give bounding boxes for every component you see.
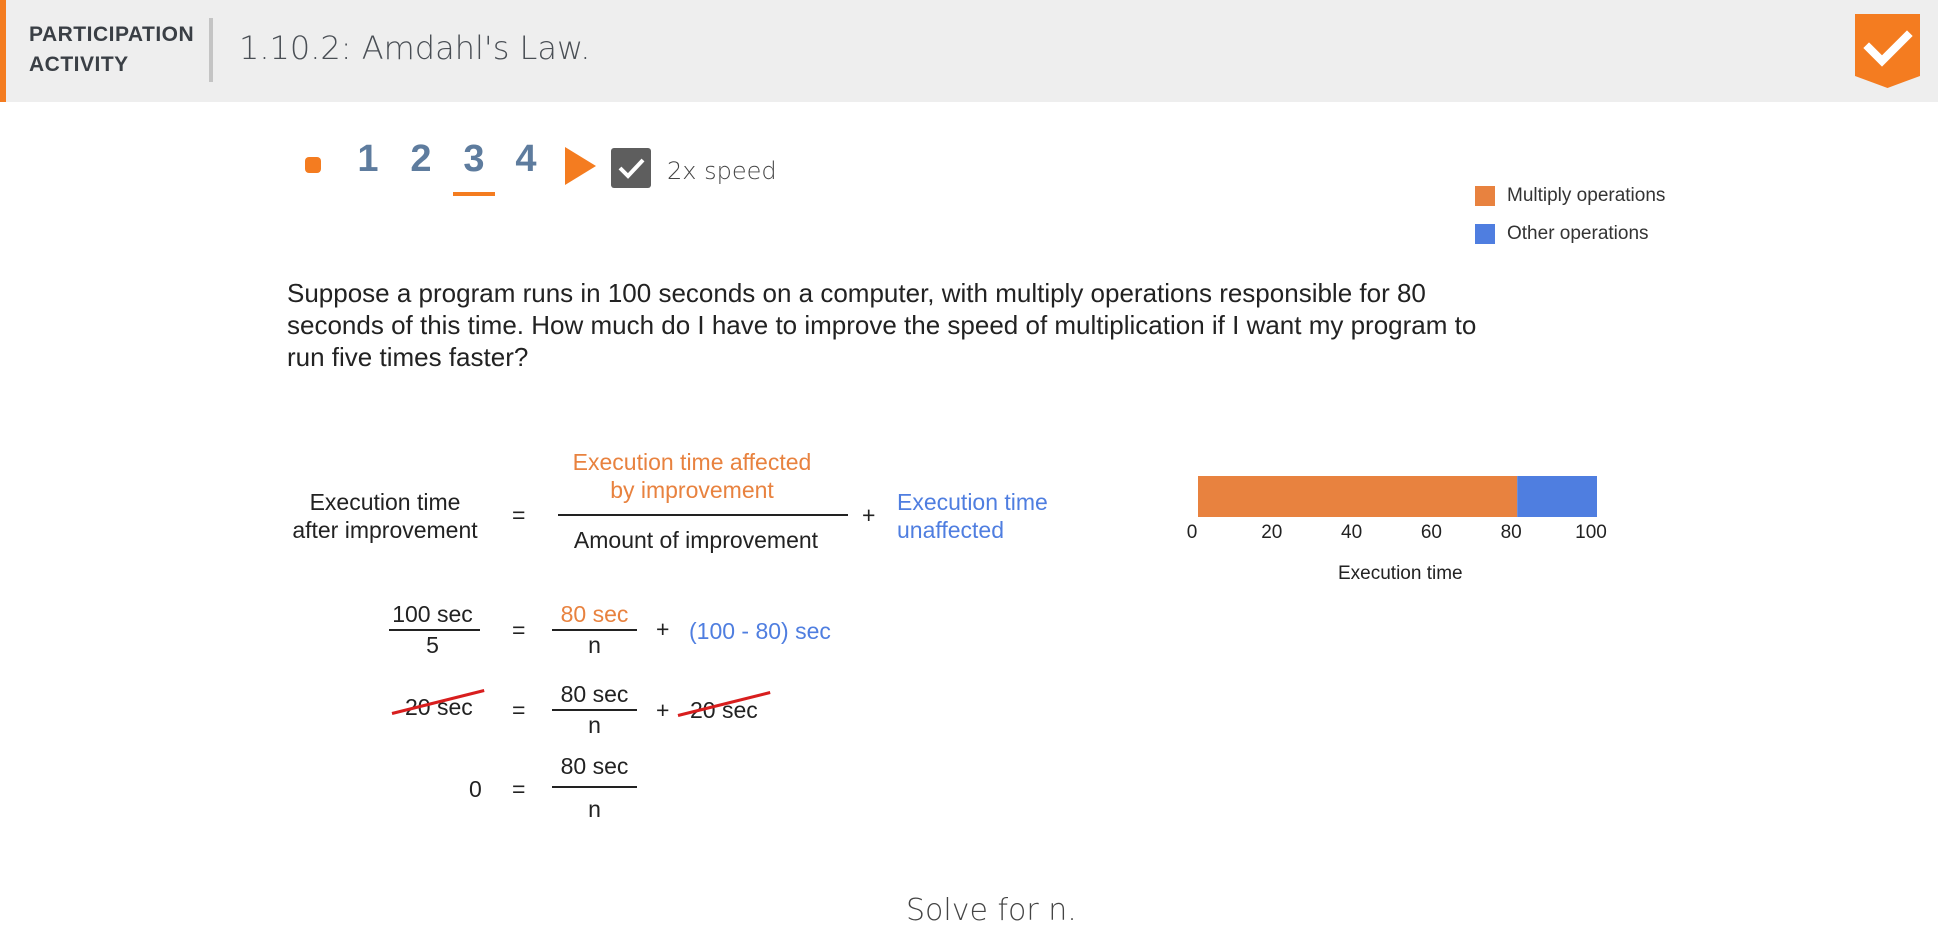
bar-segment-multiply bbox=[1198, 476, 1518, 517]
step2-numerator: 80 sec bbox=[560, 681, 629, 707]
participation-activity-label: PARTICIPATION ACTIVITY bbox=[29, 20, 199, 80]
formula-unaffected-line2: unaffected bbox=[897, 517, 1005, 543]
step2-denominator: n bbox=[588, 712, 601, 738]
checkmark-icon bbox=[618, 158, 645, 179]
speed-checkbox[interactable] bbox=[611, 148, 651, 188]
formula-numerator-line1: Execution time affected bbox=[572, 449, 812, 475]
step3-fraction-bar bbox=[552, 786, 637, 788]
legend-label-multiply: Multiply operations bbox=[1507, 185, 1666, 206]
step1-numerator: 80 sec bbox=[560, 601, 629, 627]
step-4-button[interactable]: 4 bbox=[515, 138, 537, 180]
step-1-button[interactable]: 1 bbox=[357, 138, 379, 180]
step3-equals: = bbox=[512, 776, 526, 802]
formula-lhs: Execution time after improvement bbox=[270, 488, 500, 544]
step-2-button[interactable]: 2 bbox=[410, 138, 432, 180]
step3-denominator: n bbox=[588, 796, 601, 822]
x-tick-label: 100 bbox=[1575, 522, 1607, 543]
step1-equals: = bbox=[512, 617, 526, 643]
legend-label-other: Other operations bbox=[1507, 223, 1649, 244]
formula-lhs-line2: after improvement bbox=[292, 517, 478, 543]
checkmark-icon bbox=[1855, 14, 1920, 88]
step2-plus: + bbox=[656, 697, 670, 723]
formula-plus: + bbox=[862, 502, 876, 528]
solve-prompt: Solve for n. bbox=[906, 893, 1077, 928]
header-divider bbox=[209, 18, 213, 82]
formula-numerator: Execution time affected by improvement bbox=[556, 448, 828, 504]
x-tick-label: 20 bbox=[1261, 522, 1283, 543]
x-tick-label: 0 bbox=[1186, 522, 1198, 543]
step1-plus: + bbox=[656, 616, 670, 642]
step1-lhs-numerator: 100 sec bbox=[392, 601, 473, 627]
step2-fraction-bar bbox=[552, 709, 637, 711]
step1-denominator: n bbox=[588, 632, 601, 658]
formula-denominator: Amount of improvement bbox=[573, 527, 819, 553]
speed-label: 2x speed bbox=[667, 157, 777, 185]
formula-lhs-line1: Execution time bbox=[309, 489, 461, 515]
stop-button[interactable] bbox=[305, 157, 321, 173]
execution-time-chart: 0 20 40 60 80 100 Execution time bbox=[1170, 460, 1640, 600]
play-icon[interactable] bbox=[563, 146, 597, 186]
legend-swatch-multiply bbox=[1475, 186, 1495, 206]
step1-lhs-fraction-bar bbox=[389, 629, 480, 631]
header-accent-bar bbox=[0, 0, 6, 102]
formula-numerator-line2: by improvement bbox=[610, 477, 774, 503]
bar-segment-other bbox=[1517, 476, 1597, 517]
step3-lhs: 0 bbox=[469, 776, 482, 802]
step1-lhs-denominator: 5 bbox=[426, 632, 439, 658]
x-tick-label: 60 bbox=[1420, 522, 1442, 543]
x-tick-label: 80 bbox=[1500, 522, 1522, 543]
formula-unaffected-line1: Execution time bbox=[897, 489, 1048, 515]
x-tick-label: 40 bbox=[1341, 522, 1363, 543]
formula-equals: = bbox=[512, 502, 526, 528]
x-axis-title: Execution time bbox=[1338, 563, 1463, 584]
activity-header: PARTICIPATION ACTIVITY 1.10.2: Amdahl's … bbox=[0, 0, 1938, 102]
participation-label-line2: ACTIVITY bbox=[29, 53, 129, 76]
step-3-button[interactable]: 3 bbox=[453, 138, 495, 196]
legend-swatch-other bbox=[1475, 224, 1495, 244]
step2-equals: = bbox=[512, 697, 526, 723]
step1-fraction-bar bbox=[552, 629, 637, 631]
question-text: Suppose a program runs in 100 seconds on… bbox=[287, 278, 1477, 372]
formula-unaffected: Execution time unaffected bbox=[897, 488, 1048, 544]
participation-label-line1: PARTICIPATION bbox=[29, 23, 195, 46]
step3-numerator: 80 sec bbox=[560, 753, 629, 779]
bar-chart-plot bbox=[1198, 476, 1597, 517]
activity-title: 1.10.2: Amdahl's Law. bbox=[239, 29, 591, 67]
formula-fraction-bar bbox=[558, 514, 848, 516]
step1-rhs: (100 - 80) sec bbox=[689, 618, 831, 644]
